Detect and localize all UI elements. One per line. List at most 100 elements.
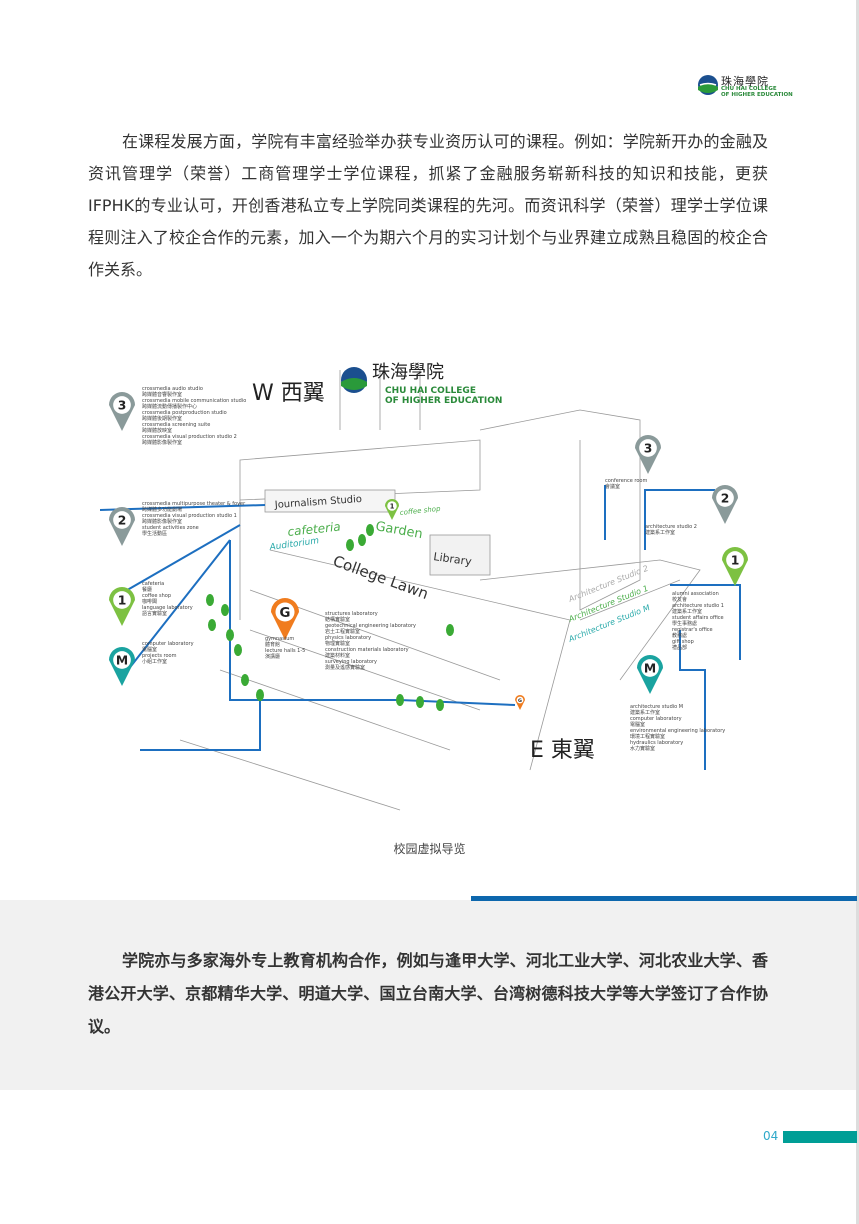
svg-text:會議室: 會議室 (605, 483, 620, 490)
svg-text:結構實驗室: 結構實驗室 (325, 616, 350, 623)
partner-section (0, 900, 856, 1090)
svg-text:跨媒體放映室: 跨媒體放映室 (142, 427, 172, 434)
svg-text:structures laboratory: structures laboratory (325, 611, 378, 617)
tree (206, 594, 214, 606)
tree (396, 694, 404, 706)
svg-text:architecture studio 2: architecture studio 2 (645, 524, 697, 530)
svg-text:2: 2 (118, 514, 127, 528)
svg-text:校友會: 校友會 (672, 596, 687, 603)
east-wing-label: E 東翼 (530, 738, 595, 763)
svg-text:咖啡閣: 咖啡閣 (142, 598, 157, 605)
svg-text:Architecture Studio M: Architecture Studio M (566, 603, 651, 644)
svg-text:珠海學院: 珠海學院 (372, 362, 444, 383)
svg-text:學生事務處: 學生事務處 (672, 620, 697, 627)
page-edge (856, 0, 859, 1224)
pin-west-1: 1 (109, 587, 135, 626)
svg-text:computer laboratory: computer laboratory (630, 716, 682, 722)
svg-text:CHU HAI COLLEGE: CHU HAI COLLEGE (385, 386, 476, 396)
svg-text:registrar's office: registrar's office (672, 627, 713, 633)
pin-west-2: 2 (109, 507, 135, 546)
svg-text:1: 1 (390, 502, 395, 510)
svg-text:1: 1 (118, 594, 127, 608)
svg-text:hydraulics laboratory: hydraulics laboratory (630, 740, 683, 746)
svg-text:語言實驗室: 語言實驗室 (142, 610, 167, 617)
tree (221, 604, 229, 616)
svg-text:geotechnical engineering labor: geotechnical engineering laboratory (325, 623, 416, 629)
svg-text:computer laboratory: computer laboratory (142, 641, 194, 647)
logo-emblem-icon (698, 75, 718, 95)
pin-coffee-shop: 1 (385, 499, 399, 520)
page-number-bar (783, 1131, 857, 1143)
pin-east-3: 3 (635, 435, 661, 474)
svg-text:lecture halls 1-5: lecture halls 1-5 (265, 648, 305, 654)
pin-east-M: M (637, 655, 663, 694)
svg-text:surveying laboratory: surveying laboratory (325, 659, 377, 665)
svg-text:Auditorium: Auditorium (268, 536, 320, 553)
svg-text:電腦室: 電腦室 (142, 646, 157, 653)
svg-text:1: 1 (731, 554, 740, 568)
svg-text:G: G (280, 606, 291, 621)
direction-arrows (99, 485, 741, 770)
svg-text:跨媒體影像製作室: 跨媒體影像製作室 (142, 439, 182, 446)
trees (206, 524, 454, 711)
svg-text:construction materials laborat: construction materials laboratory (325, 647, 409, 653)
tree (446, 624, 454, 636)
svg-text:禮品部: 禮品部 (672, 644, 687, 651)
svg-text:水力實驗室: 水力實驗室 (630, 745, 655, 752)
map-caption: 校园虚拟导览 (393, 842, 466, 856)
tree (346, 539, 354, 551)
tree (416, 696, 424, 708)
svg-text:測量及遙感實驗室: 測量及遙感實驗室 (325, 664, 365, 671)
svg-text:language laboratory: language laboratory (142, 605, 193, 611)
svg-text:gymnasium: gymnasium (265, 636, 294, 642)
pin-east-1: 1 (722, 547, 748, 586)
svg-text:crossmedia visual production s: crossmedia visual production studio 2 (142, 434, 237, 440)
svg-text:projects room: projects room (142, 653, 177, 659)
svg-text:跨媒體影像製作室: 跨媒體影像製作室 (142, 518, 182, 525)
svg-text:建築系工作室: 建築系工作室 (672, 608, 702, 615)
svg-text:crossmedia mobile communicatio: crossmedia mobile communication studio (142, 398, 246, 404)
svg-text:演講廳: 演講廳 (265, 653, 280, 660)
svg-text:M: M (644, 662, 656, 676)
svg-text:environmental engineering labo: environmental engineering laboratory (630, 728, 725, 734)
pin-g-small: G (515, 695, 525, 710)
building-sketch (179, 365, 701, 811)
svg-text:crossmedia screening suite: crossmedia screening suite (142, 422, 210, 428)
svg-text:crossmedia visual production s: crossmedia visual production studio 1 (142, 513, 237, 519)
tree (241, 674, 249, 686)
svg-text:建築系工作室: 建築系工作室 (630, 709, 660, 716)
svg-text:Garden: Garden (374, 519, 424, 542)
svg-text:學生活動區: 學生活動區 (142, 530, 167, 537)
tree (256, 689, 264, 701)
tree (436, 699, 444, 711)
svg-text:OF HIGHER EDUCATION: OF HIGHER EDUCATION (385, 396, 502, 406)
svg-text:architecture studio 1: architecture studio 1 (672, 603, 724, 609)
svg-text:cafeteria: cafeteria (287, 519, 341, 538)
tree (358, 534, 366, 546)
pin-east-2: 2 (712, 485, 738, 524)
svg-text:College Lawn: College Lawn (331, 552, 431, 603)
svg-text:crossmedia multipurpose theate: crossmedia multipurpose theater & foyer (142, 501, 246, 507)
svg-text:coffee shop: coffee shop (142, 593, 171, 599)
svg-text:跨媒體流動傳播製作中心: 跨媒體流動傳播製作中心 (142, 403, 197, 410)
page-number: 04 (763, 1129, 779, 1143)
logo-cn: 珠海學院 (721, 75, 769, 88)
svg-text:alumni association: alumni association (672, 591, 719, 597)
tree (366, 524, 374, 536)
svg-text:跨媒體後期製作室: 跨媒體後期製作室 (142, 415, 182, 422)
svg-text:conference room: conference room (605, 478, 647, 484)
svg-text:岩土工程實驗室: 岩土工程實驗室 (325, 628, 360, 635)
svg-text:Library: Library (433, 550, 473, 568)
svg-text:architecture studio M: architecture studio M (630, 704, 683, 710)
svg-text:gift shop: gift shop (672, 639, 694, 645)
west-wing-label: W 西翼 (252, 381, 325, 406)
svg-text:餐廳: 餐廳 (142, 586, 152, 593)
svg-text:建築材料室: 建築材料室 (325, 652, 350, 659)
